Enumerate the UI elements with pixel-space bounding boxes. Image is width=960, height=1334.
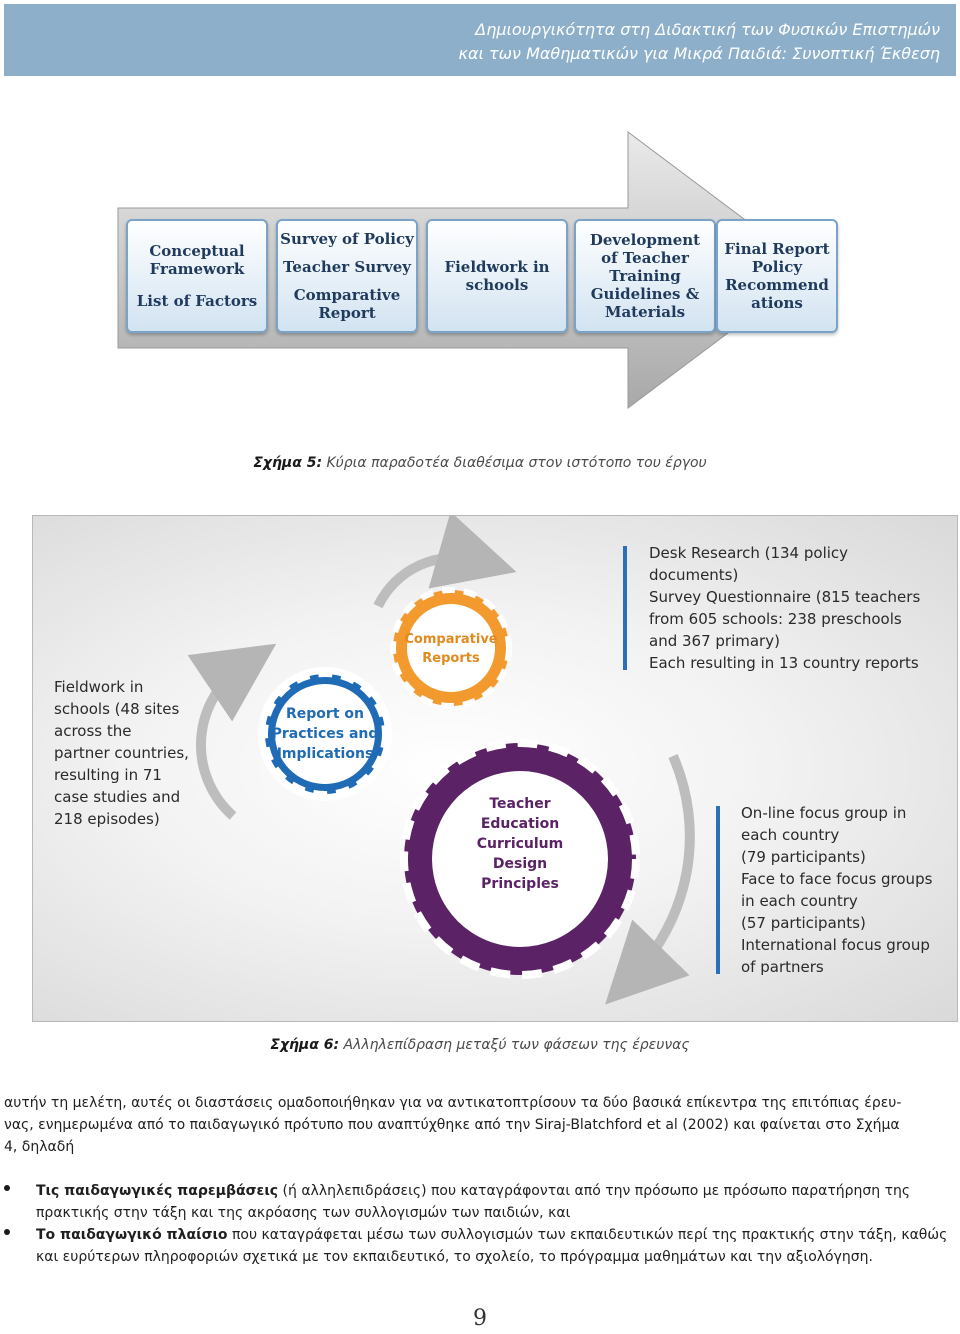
header-title-line2: και των Μαθηματικών για Μικρά Παιδιά: Συ…: [458, 44, 940, 63]
body-paragraph: αυτήν τη μελέτη, αυτές οι διαστάσεις ομα…: [4, 1095, 902, 1155]
bullet-item: Το παιδαγωγικό πλαίσιο που καταγράφεται …: [4, 1224, 956, 1268]
header-band: Δημιουργικότητα στη Διδακτική των Φυσικώ…: [4, 4, 956, 76]
gears-diagram: [187, 516, 695, 1005]
top-right-bar: [623, 546, 627, 670]
gear-orange: [390, 587, 512, 709]
figure-6-caption: Σχήμα 6: Αλληλεπίδραση μεταξύ των φάσεων…: [270, 1037, 690, 1053]
figure-5-caption: Σχήμα 5: Κύρια παραδοτέα διαθέσιμα στον …: [253, 455, 707, 471]
bottom-right-bar: [716, 806, 720, 974]
bullet-dot: [4, 1229, 10, 1235]
gear-blue: [258, 667, 392, 801]
bullet-item: Τις παιδαγωγικές παρεμβάσεις (ή αλληλεπι…: [4, 1180, 956, 1224]
bullet-dot: [4, 1185, 10, 1191]
page-number: 9: [473, 1306, 487, 1331]
header-title-line1: Δημιουργικότητα στη Διδακτική των Φυσικώ…: [475, 20, 940, 39]
gear-purple: [400, 739, 640, 979]
